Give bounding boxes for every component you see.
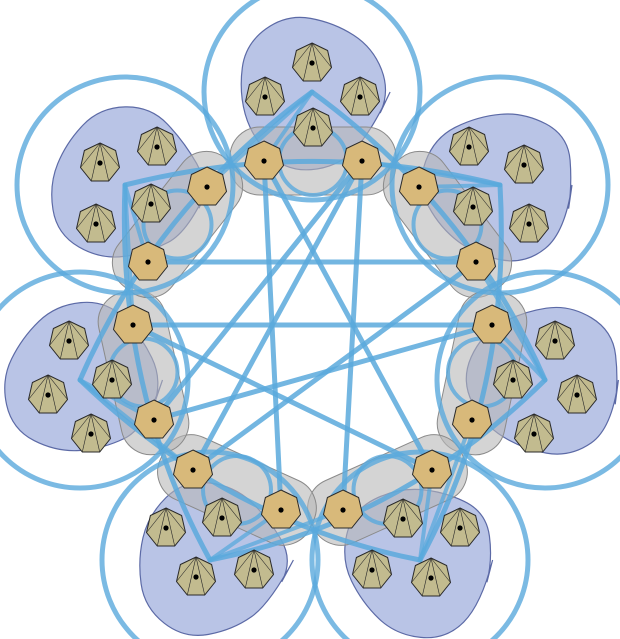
node-center-dot	[66, 338, 71, 343]
node-center-dot	[574, 392, 579, 397]
node-center-dot	[552, 338, 557, 343]
node-center-dot	[521, 162, 526, 167]
node-center-dot	[466, 144, 471, 149]
node-center-dot	[88, 431, 93, 436]
node-center-dot	[400, 516, 405, 521]
node-center-dot	[531, 431, 536, 436]
node-center-dot	[109, 377, 114, 382]
node-center-dot	[357, 94, 362, 99]
node-center-dot	[45, 392, 50, 397]
node-center-dot	[369, 567, 374, 572]
node-center-dot	[151, 417, 156, 422]
node-center-dot	[309, 60, 314, 65]
node-center-dot	[457, 525, 462, 530]
node-center-dot	[145, 259, 150, 264]
node-center-dot	[340, 507, 345, 512]
node-center-dot	[261, 158, 266, 163]
node-center-dot	[526, 221, 531, 226]
node-center-dot	[219, 515, 224, 520]
node-center-dot	[130, 322, 135, 327]
node-center-dot	[310, 125, 315, 130]
node-center-dot	[473, 259, 478, 264]
node-center-dot	[190, 467, 195, 472]
node-center-dot	[262, 94, 267, 99]
node-center-dot	[154, 144, 159, 149]
node-center-dot	[470, 204, 475, 209]
node-center-dot	[163, 525, 168, 530]
node-center-dot	[510, 377, 515, 382]
node-center-dot	[428, 575, 433, 580]
node-center-dot	[251, 567, 256, 572]
node-center-dot	[148, 201, 153, 206]
node-center-dot	[204, 184, 209, 189]
node-center-dot	[489, 322, 494, 327]
node-center-dot	[193, 574, 198, 579]
node-center-dot	[416, 184, 421, 189]
node-center-dot	[469, 417, 474, 422]
node-center-dot	[359, 158, 364, 163]
node-center-dot	[97, 160, 102, 165]
node-center-dot	[93, 221, 98, 226]
node-center-dot	[429, 467, 434, 472]
node-center-dot	[278, 507, 283, 512]
